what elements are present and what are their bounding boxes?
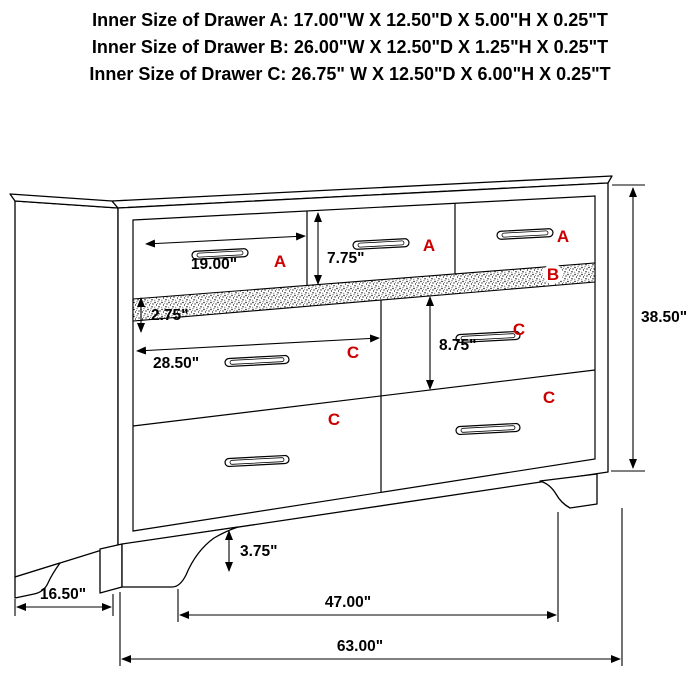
dim-text-overall-width: 63.00" (337, 638, 383, 655)
dim-text-overall-height: 38.50" (641, 309, 687, 326)
label-drawer-a1: A (274, 252, 286, 271)
header-text: Inner Size of Drawer A: 17.00"W X 12.50"… (89, 10, 610, 84)
dim-drawer-c-width: 28.50" (136, 334, 380, 372)
handle-drawer-a2 (352, 238, 410, 250)
dim-arrow-drawer-a-width (145, 232, 306, 248)
dim-text-foot-height: 3.75" (240, 543, 278, 560)
handle-drawer-c-upper-right (455, 330, 521, 344)
dresser-drawing (9, 175, 613, 599)
dim-text-drawer-a-height: 7.75" (327, 250, 365, 267)
drawer-a-size-line: Inner Size of Drawer A: 17.00"W X 12.50"… (92, 10, 608, 30)
dim-text-drawer-b-height: 2.75" (151, 307, 189, 324)
dim-text-between-legs: 47.00" (325, 594, 371, 611)
handle-drawer-c-upper-left (224, 354, 290, 368)
foot-front-left-side (99, 543, 123, 594)
label-drawer-c-lower-right: C (543, 388, 555, 407)
foot-back-left (14, 562, 61, 599)
drawer-c-size-line: Inner Size of Drawer C: 26.75" W X 12.50… (89, 64, 610, 84)
dim-overall-width: 63.00" (119, 508, 623, 666)
dim-drawer-a-width: 19.00" (145, 232, 306, 273)
label-drawer-c-upper-left: C (347, 343, 359, 362)
face-frame (132, 195, 596, 532)
handle-drawer-c-lower-left (224, 454, 290, 468)
label-drawer-b: B (547, 265, 559, 284)
dim-text-drawer-c-width: 28.50" (153, 355, 199, 372)
dim-text-drawer-c-height: 8.75" (439, 337, 477, 354)
side-panel (14, 200, 119, 578)
handle-drawer-a3 (496, 228, 554, 240)
label-drawer-c-upper-right: C (513, 320, 525, 339)
dim-foot-height: 3.75" (225, 530, 278, 572)
dimension-annotations: 19.00" 7.75" 2.75" 28.50" 8.75" 38.50" 3… (14, 184, 687, 666)
dim-drawer-b-height: 2.75" (137, 297, 189, 333)
dim-text-overall-depth: 16.50" (40, 586, 86, 603)
label-drawer-a3: A (557, 227, 569, 246)
label-drawer-b-backing (543, 264, 563, 284)
divider-c-rows (132, 369, 596, 427)
handle-drawer-a1 (191, 248, 249, 260)
dim-overall-height: 38.50" (611, 184, 687, 472)
drawer-b-size-line: Inner Size of Drawer B: 26.00"W X 12.50"… (92, 37, 608, 57)
dim-arrow-drawer-c-width (136, 334, 380, 355)
label-drawer-a2: A (423, 236, 435, 255)
dim-text-drawer-a-width: 19.00" (191, 256, 237, 273)
dim-between-legs-width: 47.00" (177, 512, 559, 622)
label-drawer-c-lower-left: C (328, 410, 340, 429)
dim-drawer-a-height: 7.75" (314, 212, 365, 285)
dim-drawer-c-height: 8.75" (426, 296, 477, 390)
drawer-b-sparkle-band (132, 262, 596, 322)
handle-drawer-c-lower-right (455, 422, 521, 436)
foot-front-right (539, 473, 598, 509)
dim-overall-depth: 16.50" (14, 586, 114, 616)
